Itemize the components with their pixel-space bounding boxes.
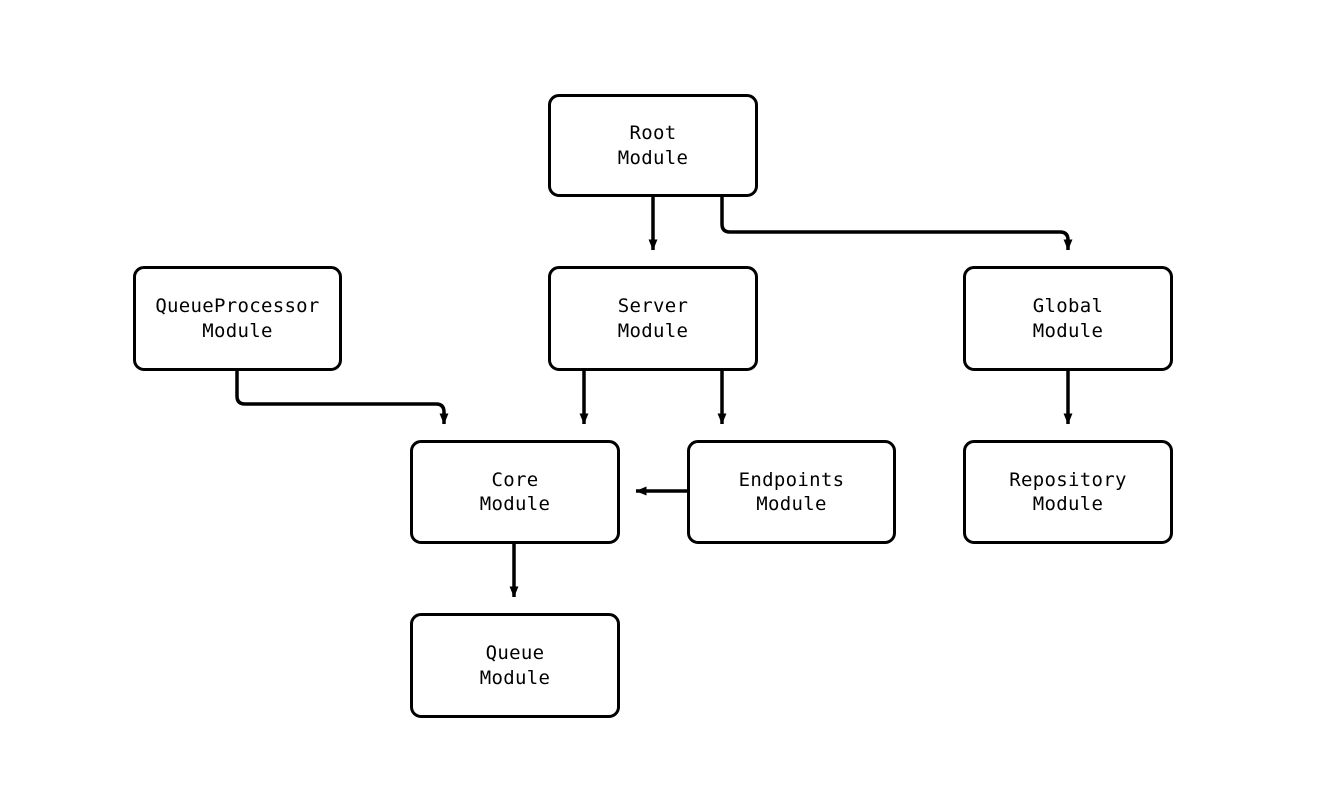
edge-queueprocessor-to-core [235,371,449,425]
node-queue-module-label: Queue Module [479,642,551,689]
node-root-module-label: Root Module [617,122,689,169]
node-queueprocessor-module[interactable]: QueueProcessor Module [133,266,342,371]
node-root-module[interactable]: Root Module [548,94,758,197]
node-endpoints-module-label: Endpoints Module [738,468,845,515]
node-core-module-label: Core Module [479,468,551,515]
node-repository-module-label: Repository Module [1009,468,1127,515]
node-server-module-label: Server Module [617,295,689,342]
node-global-module-label: Global Module [1032,295,1104,342]
edge-root-to-global [720,197,1073,251]
node-endpoints-module[interactable]: Endpoints Module [687,440,896,544]
node-queueprocessor-module-label: QueueProcessor Module [155,295,320,342]
node-repository-module[interactable]: Repository Module [963,440,1173,544]
node-server-module[interactable]: Server Module [548,266,758,371]
node-global-module[interactable]: Global Module [963,266,1173,371]
node-core-module[interactable]: Core Module [410,440,620,544]
node-queue-module[interactable]: Queue Module [410,613,620,718]
